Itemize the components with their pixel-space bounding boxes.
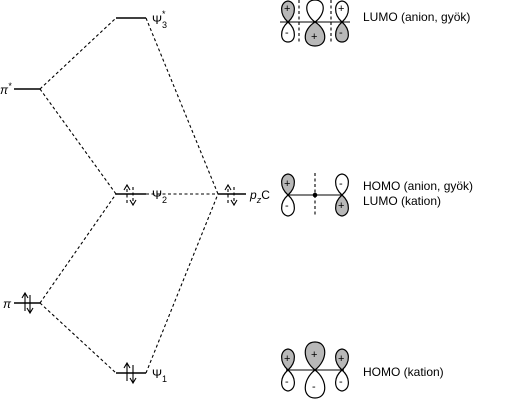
psi1-description: HOMO (kation) [363,365,444,379]
psi3-orbital-drawing: + - + + - [280,0,350,47]
svg-text:+: + [338,200,344,212]
psi1-label: Ψ1 [152,367,167,384]
psi2-orbital-drawing: + - - + [281,173,349,217]
svg-text:+: + [311,31,317,43]
svg-text:+: + [338,353,344,365]
svg-text:+: + [284,353,290,365]
pzc-label: pzC [249,188,270,205]
svg-text:-: - [339,178,343,190]
corr-line-psi1-pzc [145,193,219,374]
svg-text:-: - [285,27,289,39]
pi-electron-pair [21,291,34,315]
psi3-description: LUMO (anion, gyök) [363,10,470,24]
svg-text:-: - [339,27,343,39]
psi1-orbital-drawing: + - + - + - [281,341,349,399]
psi2-electron-pair-dashed [123,183,137,207]
svg-text:+: + [338,3,344,15]
psi2-description-line2: LUMO (kation) [363,194,441,208]
corr-line-pistar-psi3 [39,17,117,90]
psi3-label: Ψ3* [152,9,167,30]
psi1-electron-pair [123,361,137,385]
svg-text:-: - [285,376,289,388]
psi2-description-line1: HOMO (anion, gyök) [363,179,473,193]
pi-star-label: π* [0,81,12,97]
corr-line-pistar-psi2 [39,88,117,195]
corr-line-pi-psi2 [39,193,117,304]
corr-line-pi-psi1 [39,302,117,374]
pi-label: π [3,297,12,311]
svg-text:+: + [284,178,290,190]
svg-text:-: - [312,381,316,393]
svg-text:-: - [285,200,289,212]
pzc-electron-pair-dashed [224,183,238,207]
psi2-label: Ψ2 [152,188,167,205]
correlation-lines [39,17,219,374]
corr-line-psi3-pzc [145,17,219,195]
svg-text:+: + [284,3,290,15]
svg-text:-: - [339,376,343,388]
svg-text:+: + [311,349,317,361]
